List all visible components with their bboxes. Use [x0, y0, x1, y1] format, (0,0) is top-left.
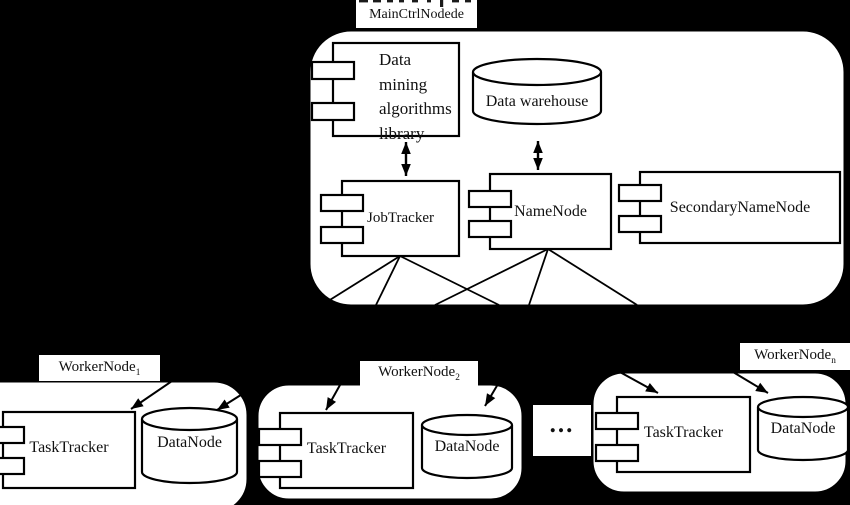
workern-tasktracker-component — [594, 395, 752, 474]
secondary-namenode-label: SecondaryNameNode — [669, 199, 811, 216]
component-icon-tab — [617, 183, 663, 203]
component-icon-tab — [0, 456, 26, 476]
jobtracker-label: JobTracker — [367, 210, 434, 226]
component-icon-tab — [0, 425, 26, 445]
component-icon-tab — [310, 101, 356, 122]
worker2-label-plate — [360, 361, 478, 386]
arrowhead — [533, 158, 543, 170]
workern-tasktracker-label: TaskTracker — [643, 424, 724, 441]
arrowhead — [533, 141, 543, 153]
cropped-text-fragments — [359, 0, 471, 7]
worker2-datanode-label: DataNode — [434, 438, 500, 455]
workern-datanode-cylinder — [756, 395, 850, 462]
worker2-tasktracker-label: TaskTracker — [306, 440, 387, 457]
component-icon-tab — [257, 459, 303, 479]
arrowhead — [401, 142, 411, 154]
main-node-label-plate — [356, 0, 477, 28]
component-icon-tab — [467, 189, 513, 209]
worker1-datanode-label: DataNode — [157, 434, 222, 451]
arrowhead — [217, 399, 230, 410]
component-icon-tab — [310, 60, 356, 81]
component-icon-tab — [319, 193, 365, 213]
worker1-tasktracker-component — [0, 410, 137, 490]
workern-label: WorkerNoden — [754, 347, 836, 366]
component-icon-tab — [594, 411, 640, 431]
worker2-label: WorkerNode2 — [378, 364, 460, 383]
component-icon-tab — [257, 427, 303, 447]
jobtracker-component — [319, 179, 461, 258]
worker1-datanode-cylinder — [140, 406, 239, 485]
warehouse-cylinder — [471, 57, 603, 126]
component-icon-tab — [319, 225, 365, 245]
namenode-component — [467, 172, 613, 251]
namenode-worker-links — [434, 248, 638, 306]
warehouse-label: Data warehouse — [485, 93, 589, 110]
workern-datanode-label: DataNode — [770, 420, 836, 437]
workern-label-plate — [740, 343, 850, 370]
main-node-label: MainCtrlNodede — [369, 7, 464, 22]
secondary-namenode-component — [617, 170, 842, 245]
arrowhead — [645, 383, 658, 393]
worker1-tasktracker-label: TaskTracker — [29, 439, 109, 456]
arrowhead — [401, 164, 411, 176]
worker2-datanode-cylinder — [420, 413, 514, 480]
ellipsis-plate — [533, 405, 591, 456]
component-icon-tab — [617, 214, 663, 234]
arrowhead — [485, 393, 496, 406]
arrowhead — [755, 382, 768, 393]
component-icon-tab — [594, 443, 640, 463]
ellipsis-label: ... — [549, 411, 575, 438]
worker1-label-plate — [39, 355, 160, 381]
arrowhead — [326, 397, 337, 410]
component-icon-tab — [467, 219, 513, 239]
library-component — [310, 41, 461, 138]
worker2-tasktracker-component — [257, 411, 415, 490]
arrowhead — [131, 398, 144, 409]
jobtracker-worker-links — [324, 255, 500, 306]
worker1-label: WorkerNode1 — [58, 359, 141, 378]
library-label: Data mining algorithms library — [379, 50, 452, 143]
namenode-label: NameNode — [514, 203, 587, 220]
